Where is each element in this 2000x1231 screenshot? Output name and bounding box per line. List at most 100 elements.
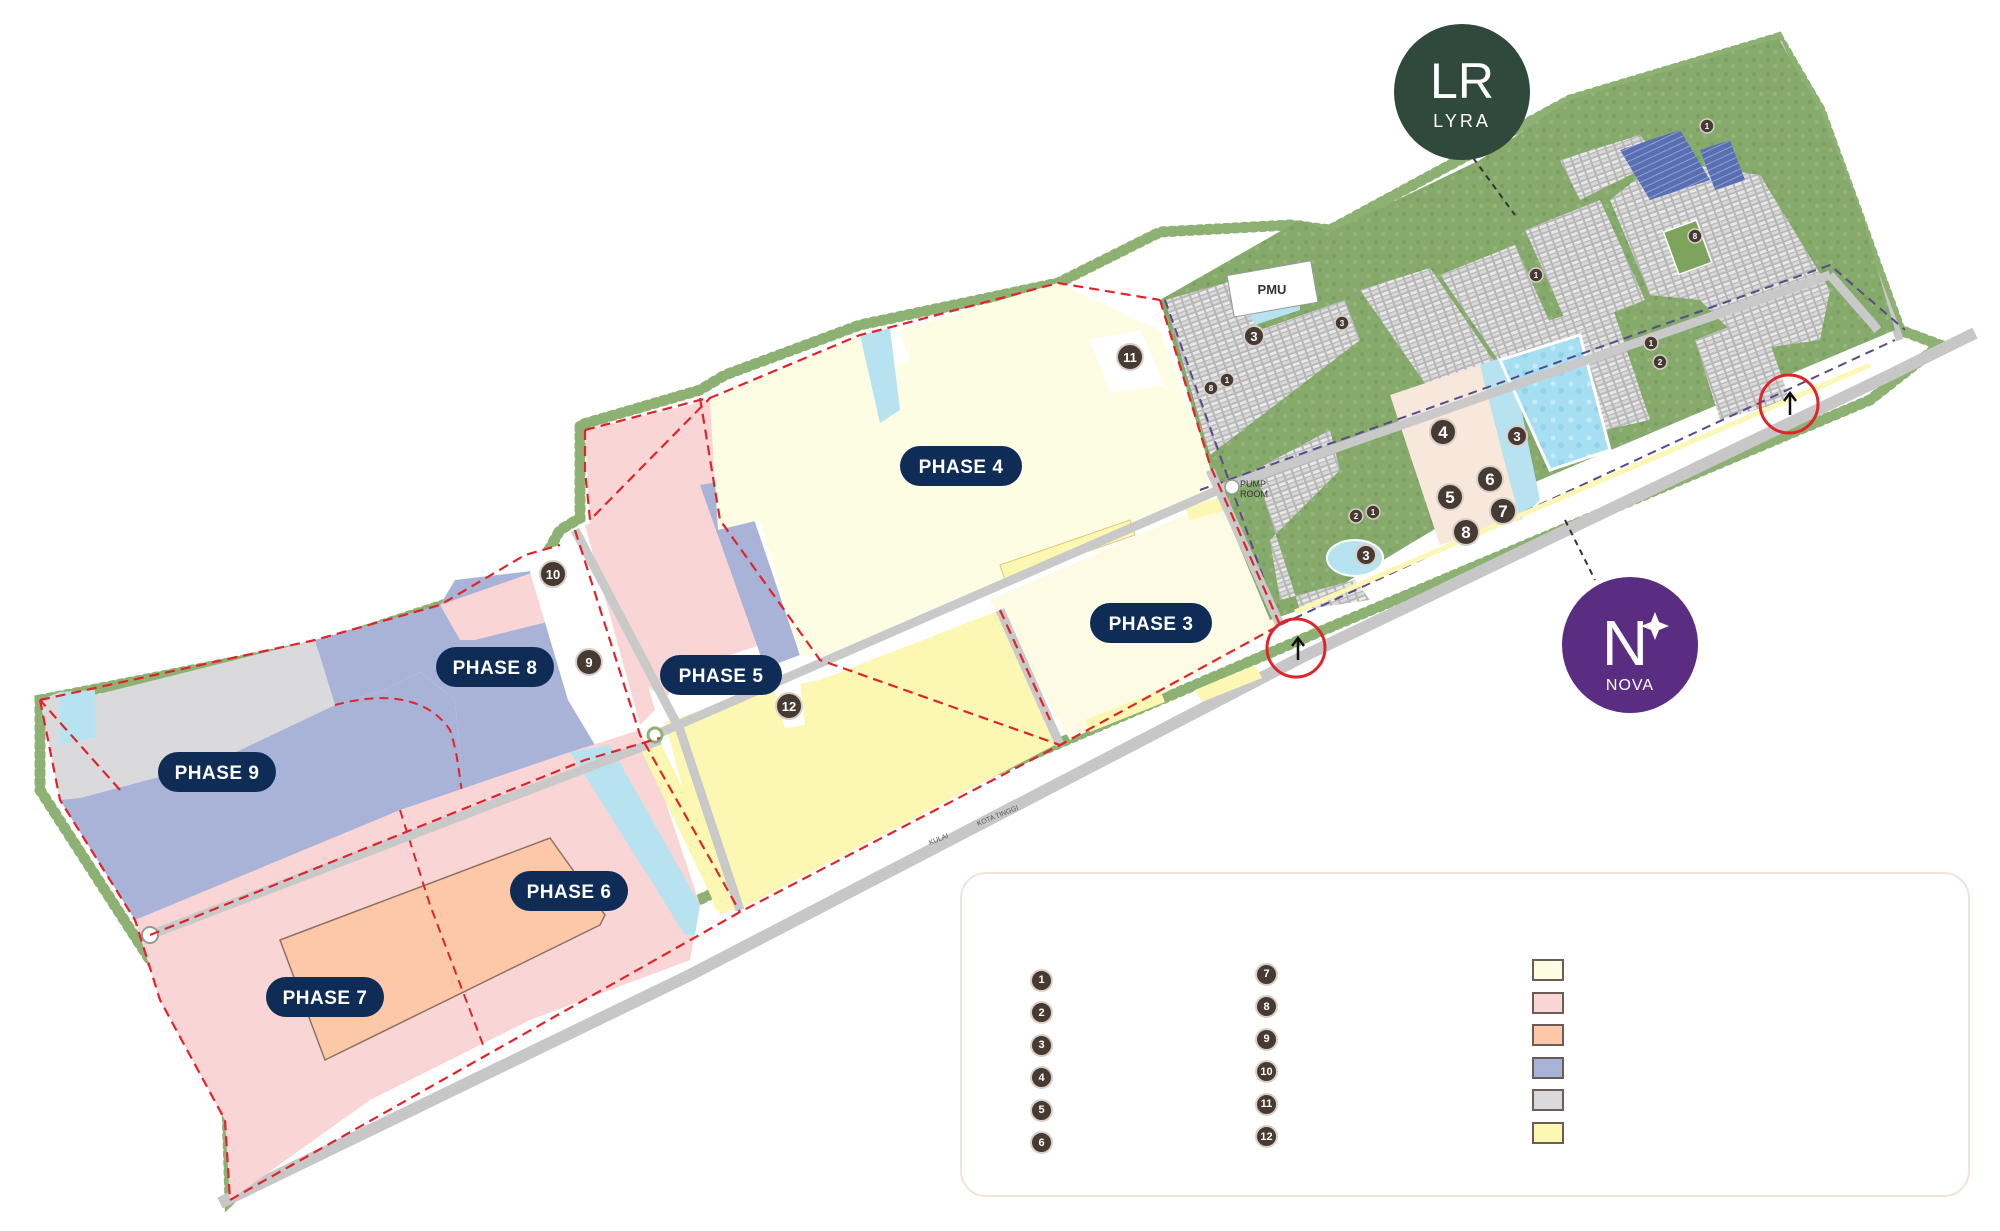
legend-swatch xyxy=(1532,1024,1564,1047)
legend-swatch-col xyxy=(1532,954,1564,1149)
svg-text:7: 7 xyxy=(1498,502,1507,521)
legend-item: 7 xyxy=(1255,958,1278,991)
phase-label-9[interactable]: PHASE 9 xyxy=(158,752,276,792)
legend-item: 11 xyxy=(1255,1088,1278,1121)
phase-label-5-text: PHASE 5 xyxy=(679,666,764,687)
marker-large-8[interactable]: 8 xyxy=(1452,518,1480,546)
pump-room-label-line1: PUMP xyxy=(1240,479,1266,489)
svg-text:6: 6 xyxy=(1485,470,1494,489)
phase-label-6-text: PHASE 6 xyxy=(527,882,612,903)
svg-text:3: 3 xyxy=(1340,319,1345,328)
legend-number-badge: 10 xyxy=(1255,1060,1278,1084)
legend-number-badge: 8 xyxy=(1255,995,1278,1019)
legend-swatch xyxy=(1532,991,1564,1014)
lyra-badge xyxy=(1394,24,1530,160)
marker-large-7[interactable]: 7 xyxy=(1489,497,1517,525)
legend-item: 5 xyxy=(1030,1094,1053,1127)
phase-label-8-text: PHASE 8 xyxy=(453,658,538,679)
phase-label-5[interactable]: PHASE 5 xyxy=(660,655,782,695)
marker-9[interactable]: 9 xyxy=(575,648,603,676)
marker-large-3-pmu[interactable]: 3 xyxy=(1243,325,1265,347)
pmu-label: PMU xyxy=(1258,282,1287,297)
nova-logo[interactable]: N NOVA xyxy=(1562,577,1698,713)
svg-text:1: 1 xyxy=(1534,271,1539,280)
marker-small-1-e[interactable]: 1 xyxy=(1365,504,1381,520)
legend-number-badge: 6 xyxy=(1030,1131,1053,1155)
legend-swatch-item xyxy=(1532,987,1564,1020)
pump-room-label-line2: ROOM xyxy=(1240,489,1268,499)
phase-label-4[interactable]: PHASE 4 xyxy=(900,446,1022,486)
marker-small-1-b[interactable]: 1 xyxy=(1699,118,1715,134)
lyra-name: LYRA xyxy=(1433,111,1491,131)
svg-text:1: 1 xyxy=(1371,508,1376,517)
svg-text:9: 9 xyxy=(585,655,592,670)
legend-item: 6 xyxy=(1030,1127,1053,1160)
svg-text:1: 1 xyxy=(1705,122,1710,131)
marker-large-6[interactable]: 6 xyxy=(1476,465,1504,493)
phase-label-3-text: PHASE 3 xyxy=(1109,614,1194,635)
lyra-monogram: LR xyxy=(1430,53,1494,109)
marker-large-3-lake[interactable]: 3 xyxy=(1355,544,1377,566)
svg-text:3: 3 xyxy=(1250,329,1257,344)
marker-small-1-c[interactable]: 1 xyxy=(1643,335,1659,351)
svg-text:4: 4 xyxy=(1438,423,1448,442)
legend-swatch-item xyxy=(1532,1052,1564,1085)
legend-swatch-item xyxy=(1532,954,1564,987)
legend-swatch xyxy=(1532,1056,1564,1079)
marker-large-4[interactable]: 4 xyxy=(1429,418,1457,446)
marker-small-2-a[interactable]: 2 xyxy=(1652,354,1668,370)
svg-text:1: 1 xyxy=(1225,376,1230,385)
nova-name: NOVA xyxy=(1606,677,1654,694)
legend-number-badge: 7 xyxy=(1255,962,1278,986)
legend-swatch-item xyxy=(1532,1084,1564,1117)
sparkle-icon xyxy=(1641,612,1669,640)
legend-item: 10 xyxy=(1255,1056,1278,1089)
svg-text:8: 8 xyxy=(1461,523,1470,542)
marker-small-1-a[interactable]: 1 xyxy=(1528,267,1544,283)
marker-small-8-a[interactable]: 8 xyxy=(1687,228,1703,244)
svg-text:3: 3 xyxy=(1513,429,1520,444)
lyra-logo[interactable]: LR LYRA xyxy=(1394,24,1530,160)
marker-11[interactable]: 11 xyxy=(1116,343,1144,371)
phase-label-6[interactable]: PHASE 6 xyxy=(510,871,628,911)
phase-label-8[interactable]: PHASE 8 xyxy=(436,647,554,687)
svg-text:2: 2 xyxy=(1658,358,1663,367)
svg-text:12: 12 xyxy=(782,699,796,714)
phase-label-9-text: PHASE 9 xyxy=(175,763,260,784)
legend-swatch xyxy=(1532,1089,1564,1112)
legend-item: 4 xyxy=(1030,1062,1053,1095)
marker-small-1-d[interactable]: 1 xyxy=(1219,372,1235,388)
legend-number-badge: 4 xyxy=(1030,1066,1053,1090)
pump-room-marker xyxy=(1224,479,1240,495)
marker-large-5[interactable]: 5 xyxy=(1436,483,1464,511)
nova-monogram: N xyxy=(1602,607,1648,679)
entrance-arrow-east xyxy=(1783,390,1797,415)
phase-boundaries xyxy=(38,281,1282,1201)
legend-item: 8 xyxy=(1255,991,1278,1024)
legend-number-badge: 11 xyxy=(1255,1092,1278,1116)
legend-number-badge: 5 xyxy=(1030,1098,1053,1122)
marker-small-8-b[interactable]: 8 xyxy=(1203,380,1219,396)
marker-10[interactable]: 10 xyxy=(539,560,567,588)
marker-large-3-pool[interactable]: 3 xyxy=(1506,425,1528,447)
legend-swatch xyxy=(1532,1121,1564,1144)
legend-item: 1 xyxy=(1030,964,1053,997)
entrance-circle-west xyxy=(1265,617,1327,679)
phase-8-area xyxy=(315,545,600,809)
marker-12[interactable]: 12 xyxy=(775,692,803,720)
phase-label-7[interactable]: PHASE 7 xyxy=(266,977,384,1017)
svg-text:10: 10 xyxy=(546,567,560,582)
marker-small-3[interactable]: 3 xyxy=(1334,315,1350,331)
legend-item: 12 xyxy=(1255,1121,1278,1154)
legend-number-badge: 9 xyxy=(1255,1027,1278,1051)
marker-small-2-b[interactable]: 2 xyxy=(1348,508,1364,524)
legend-swatch xyxy=(1532,959,1564,982)
legend-number-badge: 3 xyxy=(1030,1033,1053,1057)
phase-label-3[interactable]: PHASE 3 xyxy=(1090,603,1212,643)
legend-item: 2 xyxy=(1030,997,1053,1030)
nova-badge xyxy=(1562,577,1698,713)
legend-item: 3 xyxy=(1030,1029,1053,1062)
svg-text:8: 8 xyxy=(1209,384,1214,393)
